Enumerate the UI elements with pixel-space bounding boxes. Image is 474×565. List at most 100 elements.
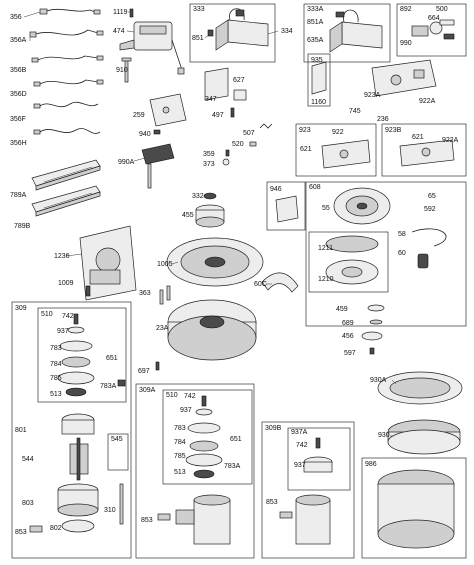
callout-937b: 937 <box>180 407 192 414</box>
box-510 <box>37 307 127 403</box>
washer-373 <box>222 158 230 166</box>
nut-332 <box>203 192 217 200</box>
connector-853 <box>29 525 43 533</box>
box-333 <box>189 3 276 63</box>
callout-946: 946 <box>270 186 282 193</box>
bracket-946 <box>275 195 299 223</box>
spring-507 <box>259 123 273 129</box>
callout-1119: 1119 <box>113 9 128 16</box>
housing-1236 <box>79 225 137 301</box>
callout-783a: 783A <box>100 383 117 390</box>
handle-60 <box>417 253 429 269</box>
wire-harness-356b <box>31 55 104 63</box>
callout-497: 497 <box>212 112 224 119</box>
ignition-module-333a <box>329 9 383 53</box>
throttle-control-990a <box>141 143 175 189</box>
callout-990: 990 <box>400 40 412 47</box>
callout-513b: 513 <box>174 469 186 476</box>
box-946 <box>266 181 306 231</box>
housing-803 <box>57 483 99 517</box>
box-986 <box>361 457 467 559</box>
callout-474: 474 <box>113 28 125 35</box>
callout-356: 356 <box>10 14 22 21</box>
callout-608: 608 <box>309 184 321 191</box>
wire-harness-356a <box>29 29 104 38</box>
callout-990a: 990A <box>118 159 135 166</box>
callout-60: 60 <box>398 250 406 257</box>
callout-500: 500 <box>436 6 448 13</box>
callout-689: 689 <box>342 320 354 327</box>
callout-359: 359 <box>203 151 215 158</box>
ignition-armature-474 <box>119 21 185 75</box>
callout-937c: 937 <box>294 462 306 469</box>
callout-923b: 923B <box>385 127 402 134</box>
callout-853c: 853 <box>266 499 278 506</box>
callout-1236: 1236 <box>54 253 70 260</box>
control-assembly-923a <box>371 59 437 97</box>
end-cap-802 <box>61 519 95 533</box>
screw-940 <box>153 129 161 135</box>
callout-922: 922 <box>332 129 344 136</box>
callout-309: 309 <box>15 305 27 312</box>
callout-789a: 789A <box>10 192 27 199</box>
bolt-310 <box>119 483 124 525</box>
screw-1009 <box>85 285 91 297</box>
spring-459 <box>367 304 385 312</box>
wire-harness-356f <box>33 101 99 109</box>
callout-851-333: 851 <box>192 35 204 42</box>
callout-55: 55 <box>322 205 330 212</box>
box-608 <box>305 181 467 327</box>
callout-697: 697 <box>138 368 150 375</box>
callout-785: 785 <box>50 375 62 382</box>
callout-785b: 785 <box>174 453 186 460</box>
callout-853: 853 <box>15 529 27 536</box>
starter-motor-309a <box>175 494 231 545</box>
callout-510: 510 <box>41 311 53 318</box>
callout-783: 783 <box>50 345 62 352</box>
box-309b <box>261 421 355 559</box>
callout-986: 986 <box>365 461 377 468</box>
ignition-module-333 <box>207 8 269 51</box>
callout-309a: 309A <box>139 387 156 394</box>
callout-58: 58 <box>398 231 406 238</box>
box-923 <box>295 123 377 177</box>
cap-783a <box>117 379 126 387</box>
callout-1009: 1009 <box>58 280 74 287</box>
callout-456: 456 <box>342 333 354 340</box>
callout-356h: 356H <box>10 140 27 147</box>
callout-742: 742 <box>62 313 74 320</box>
gear-937a <box>303 437 333 473</box>
screen-930 <box>387 419 461 455</box>
callout-23a: 23A <box>156 325 169 332</box>
callout-937a: 937A <box>291 429 308 436</box>
callout-621b: 621 <box>412 134 424 141</box>
callout-1005: 1005 <box>157 261 173 268</box>
callout-332: 332 <box>192 193 204 200</box>
callout-803: 803 <box>22 500 34 507</box>
bracket-259 <box>149 93 187 127</box>
callout-635a: 635A <box>307 37 324 44</box>
pulley-1211 <box>325 235 379 253</box>
box-309a <box>135 383 255 559</box>
callout-789b: 789B <box>14 223 31 230</box>
callout-627: 627 <box>233 77 245 84</box>
callout-544: 544 <box>22 456 34 463</box>
callout-742c: 742 <box>296 442 308 449</box>
baffle-789b <box>31 185 101 217</box>
callout-259: 259 <box>133 112 145 119</box>
flywheel-23a <box>167 299 257 361</box>
callout-930a: 930A <box>370 377 387 384</box>
screw-1119 <box>129 8 134 18</box>
callout-784b: 784 <box>174 439 186 446</box>
callout-853b: 853 <box>141 517 153 524</box>
box-935 <box>307 53 331 107</box>
callout-745: 745 <box>349 108 361 115</box>
callout-937: 937 <box>57 328 69 335</box>
wire-harness-356h <box>33 128 101 135</box>
callout-65: 65 <box>428 193 436 200</box>
clip-520 <box>249 141 257 147</box>
switch-347 <box>233 89 247 101</box>
callout-309b: 309B <box>265 425 282 432</box>
wire-harness-356 <box>39 8 101 15</box>
callout-310: 310 <box>104 507 116 514</box>
